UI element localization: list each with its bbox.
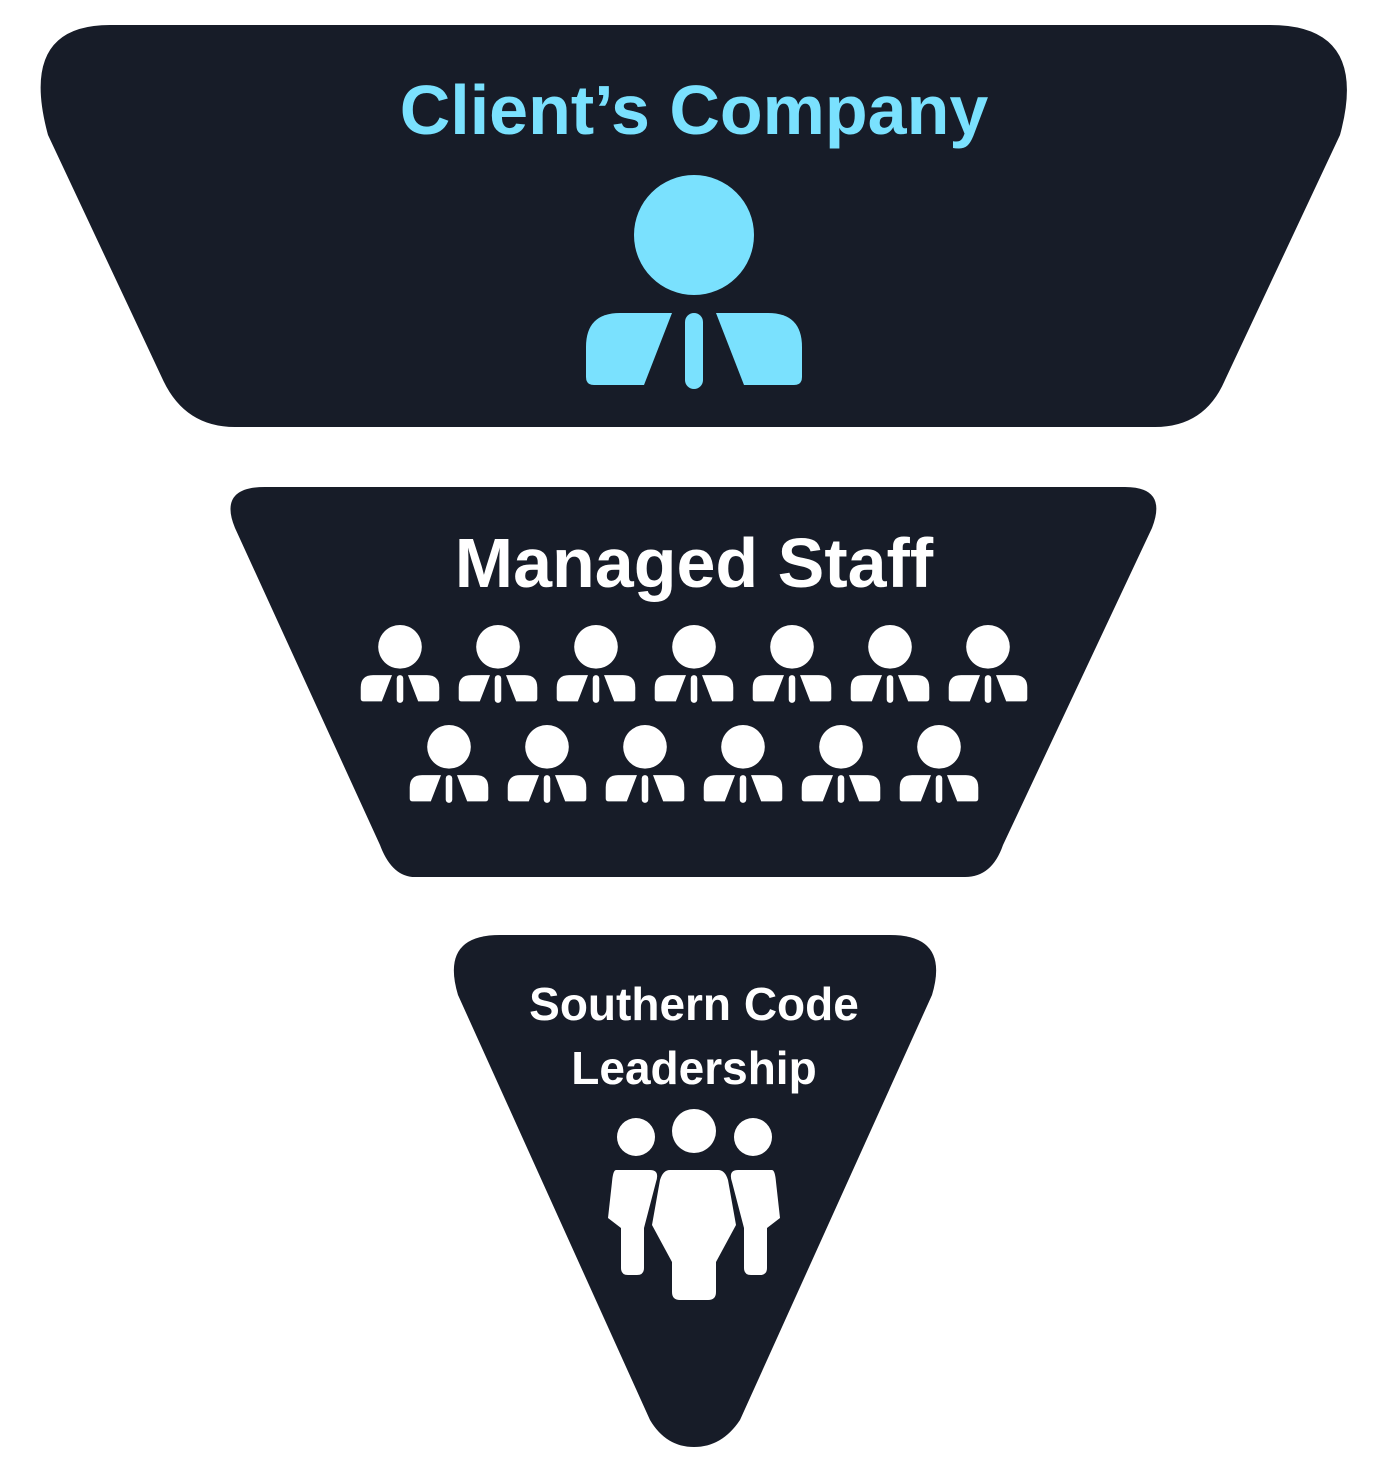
group-of-three-people-icon — [608, 1109, 780, 1300]
tier-managed-staff: Managed Staff — [230, 487, 1157, 877]
tier-leadership-title-line-1: Southern Code — [529, 978, 859, 1030]
tier-leadership-title-line-2: Leadership — [571, 1042, 816, 1094]
tier-leadership: Southern Code Leadership — [453, 935, 937, 1447]
tier-clients-company: Client’s Company — [40, 25, 1347, 427]
tier-managed-staff-title: Managed Staff — [455, 524, 934, 602]
tier-clients-company-title: Client’s Company — [400, 71, 989, 149]
